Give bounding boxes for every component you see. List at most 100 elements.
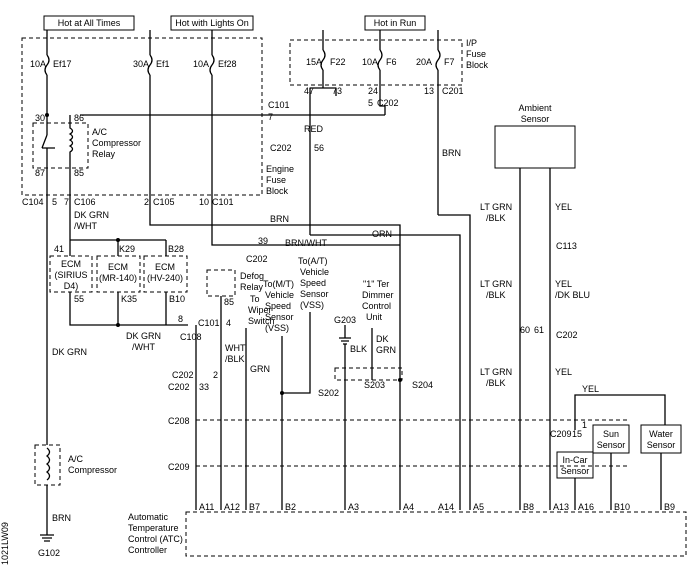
atc-pin-a16: A16 [578, 502, 594, 512]
atc-pin-b9: B9 [664, 502, 675, 512]
fuse-ef1: 30A Ef1 [133, 30, 170, 200]
svg-text:10A: 10A [30, 59, 46, 69]
pin-56: 56 [314, 143, 324, 153]
svg-text:10A: 10A [193, 59, 209, 69]
svg-text:To(M/T): To(M/T) [263, 279, 294, 289]
defog-relay [206, 269, 236, 297]
wire-ecm-out [69, 292, 188, 326]
svg-text:BRN: BRN [442, 148, 461, 158]
fuse-f6: 10A F6 [362, 30, 397, 96]
svg-text:30A: 30A [133, 59, 149, 69]
conn-c201: C201 [442, 86, 464, 96]
svg-text:B28: B28 [168, 244, 184, 254]
svg-text:GRN: GRN [376, 345, 396, 355]
ambient-sensor [494, 125, 576, 169]
svg-text:Speed: Speed [300, 278, 326, 288]
conn-c101-bottom: C101 [212, 197, 234, 207]
svg-text:Sensor: Sensor [561, 466, 590, 476]
svg-text:A/C: A/C [92, 127, 108, 137]
svg-text:D4): D4) [64, 281, 79, 291]
svg-text:(SIRIUS: (SIRIUS [54, 270, 87, 280]
hot-box-lights-on: Hot with Lights On [175, 18, 249, 28]
svg-text:ECM: ECM [61, 259, 81, 269]
wire-ecm-feed [70, 239, 167, 256]
fuse-f22: 15A F22 [306, 30, 346, 96]
ip-fuse-label-2: Fuse [466, 49, 486, 59]
engine-fuse-label-3: Block [266, 186, 289, 196]
g203: G203 [334, 315, 356, 325]
svg-text:To: To [250, 294, 260, 304]
atc-pin-b8: B8 [523, 502, 534, 512]
pin-7-top: 7 [268, 112, 273, 122]
pin-39: 39 [258, 236, 268, 246]
svg-text:Sensor: Sensor [647, 440, 676, 450]
pin-61: 61 [534, 325, 544, 335]
atc-pin-a3: A3 [348, 502, 359, 512]
conn-c209-right: C209 [550, 429, 572, 439]
svg-text:/BLK: /BLK [486, 290, 506, 300]
svg-text:Relay: Relay [240, 282, 264, 292]
conn-c209-left: C209 [168, 462, 190, 472]
svg-text:ECM: ECM [155, 262, 175, 272]
svg-text:(MR-140): (MR-140) [99, 273, 137, 283]
svg-text:87: 87 [35, 168, 45, 178]
ip-fuse-label-3: Block [466, 60, 489, 70]
svg-text:K29: K29 [119, 244, 135, 254]
wire-red-label: RED [304, 124, 324, 134]
ground-g102 [40, 534, 54, 542]
atc-pin-b2: B2 [285, 502, 296, 512]
conn-c108: C108 [180, 332, 202, 342]
svg-text:86: 86 [74, 113, 84, 123]
svg-text:YEL: YEL [555, 367, 572, 377]
water-sensor [640, 424, 682, 454]
svg-text:Sun: Sun [603, 429, 619, 439]
pin-73: 73 [332, 86, 342, 96]
conn-c113: C113 [556, 241, 577, 251]
pin-33: 33 [199, 382, 209, 392]
atc-pin-a4: A4 [403, 502, 414, 512]
atc-pin-a12: A12 [224, 502, 240, 512]
ip-fuse-block-outline [289, 39, 463, 86]
sun-sensor [592, 424, 630, 454]
svg-text:Ef28: Ef28 [218, 59, 237, 69]
pin-5-c104: 5 [52, 197, 57, 207]
svg-text:In-Car: In-Car [562, 455, 587, 465]
atc-pin-b10: B10 [614, 502, 630, 512]
svg-text:YEL: YEL [555, 279, 572, 289]
svg-text:Ef1: Ef1 [156, 59, 170, 69]
ecm-sirius: 41 ECM (SIRIUS D4) [49, 244, 93, 293]
pin-4-c101: 4 [226, 318, 231, 328]
svg-text:F7: F7 [444, 57, 455, 67]
conn-c202-39: C202 [246, 254, 268, 264]
atc-pin-a13: A13 [553, 502, 569, 512]
wire-brn-right [438, 214, 471, 420]
svg-text:GRN: GRN [250, 364, 270, 374]
svg-text:85: 85 [74, 168, 84, 178]
conn-c104: C104 [22, 197, 44, 207]
svg-text:/WHT: /WHT [74, 221, 97, 231]
ecm-mr140: K29 ECM (MR-140) [96, 244, 141, 293]
s203: S203 [364, 380, 385, 390]
svg-text:41: 41 [54, 244, 64, 254]
svg-text:Control (ATC): Control (ATC) [128, 534, 183, 544]
conn-c202-33: C202 [168, 382, 190, 392]
engine-fuse-block-outline [21, 37, 263, 196]
conn-c202-left: C202 [172, 370, 194, 380]
svg-text:Automatic: Automatic [128, 512, 169, 522]
pin-60: 60 [520, 325, 530, 335]
conn-c208: C208 [168, 416, 190, 426]
svg-text:Switch: Switch [248, 316, 275, 326]
atc-controller [185, 511, 687, 557]
pin-24: 24 [368, 86, 378, 96]
pin-7-c106: 7 [64, 197, 69, 207]
wire-brn-wht [211, 200, 400, 246]
conn-c101-mid: C101 [198, 318, 220, 328]
conn-c105: C105 [153, 197, 175, 207]
svg-text:Vehicle: Vehicle [300, 267, 329, 277]
svg-text:30: 30 [35, 113, 45, 123]
in-car-sensor [556, 451, 594, 479]
svg-text:Unit: Unit [366, 312, 383, 322]
svg-text:YEL: YEL [555, 202, 572, 212]
hot-boxes: Hot at All Times Hot with Lights On Hot … [43, 15, 426, 31]
